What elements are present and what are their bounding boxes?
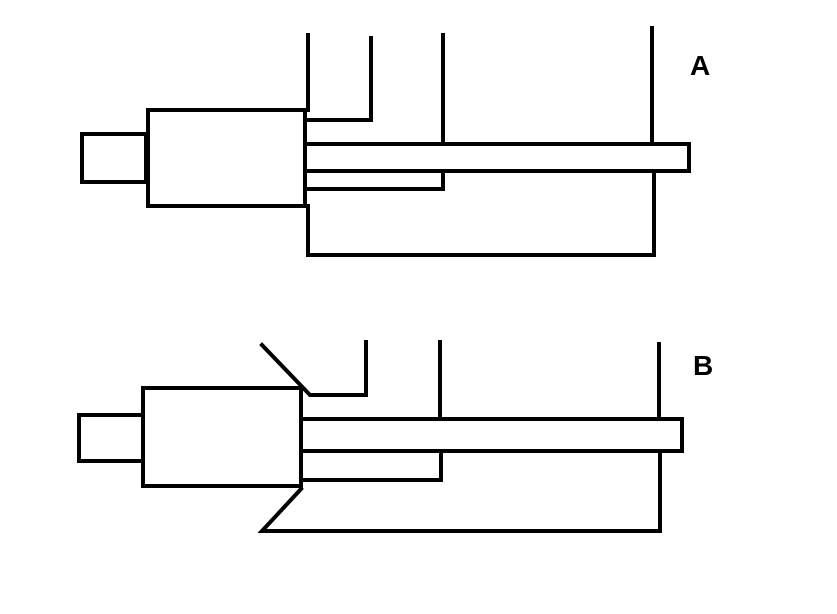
diagram-a: A bbox=[80, 26, 710, 257]
b-rod bbox=[299, 417, 684, 453]
a-lower-bracket bbox=[303, 169, 445, 191]
a-base-loop bbox=[306, 169, 656, 257]
b-lower-bracket bbox=[299, 449, 443, 482]
diagram-b: B bbox=[77, 340, 713, 533]
a-main-block bbox=[146, 108, 307, 208]
label-b: B bbox=[693, 350, 713, 381]
b-small-block bbox=[77, 413, 145, 463]
label-a: A bbox=[690, 50, 710, 81]
a-small-block bbox=[80, 132, 148, 184]
b-main-block bbox=[141, 386, 303, 488]
b-angled-hook-line bbox=[259, 340, 368, 397]
a-rod bbox=[303, 142, 691, 173]
a-hook-line bbox=[306, 36, 373, 122]
b-angled-base-loop bbox=[257, 449, 662, 533]
